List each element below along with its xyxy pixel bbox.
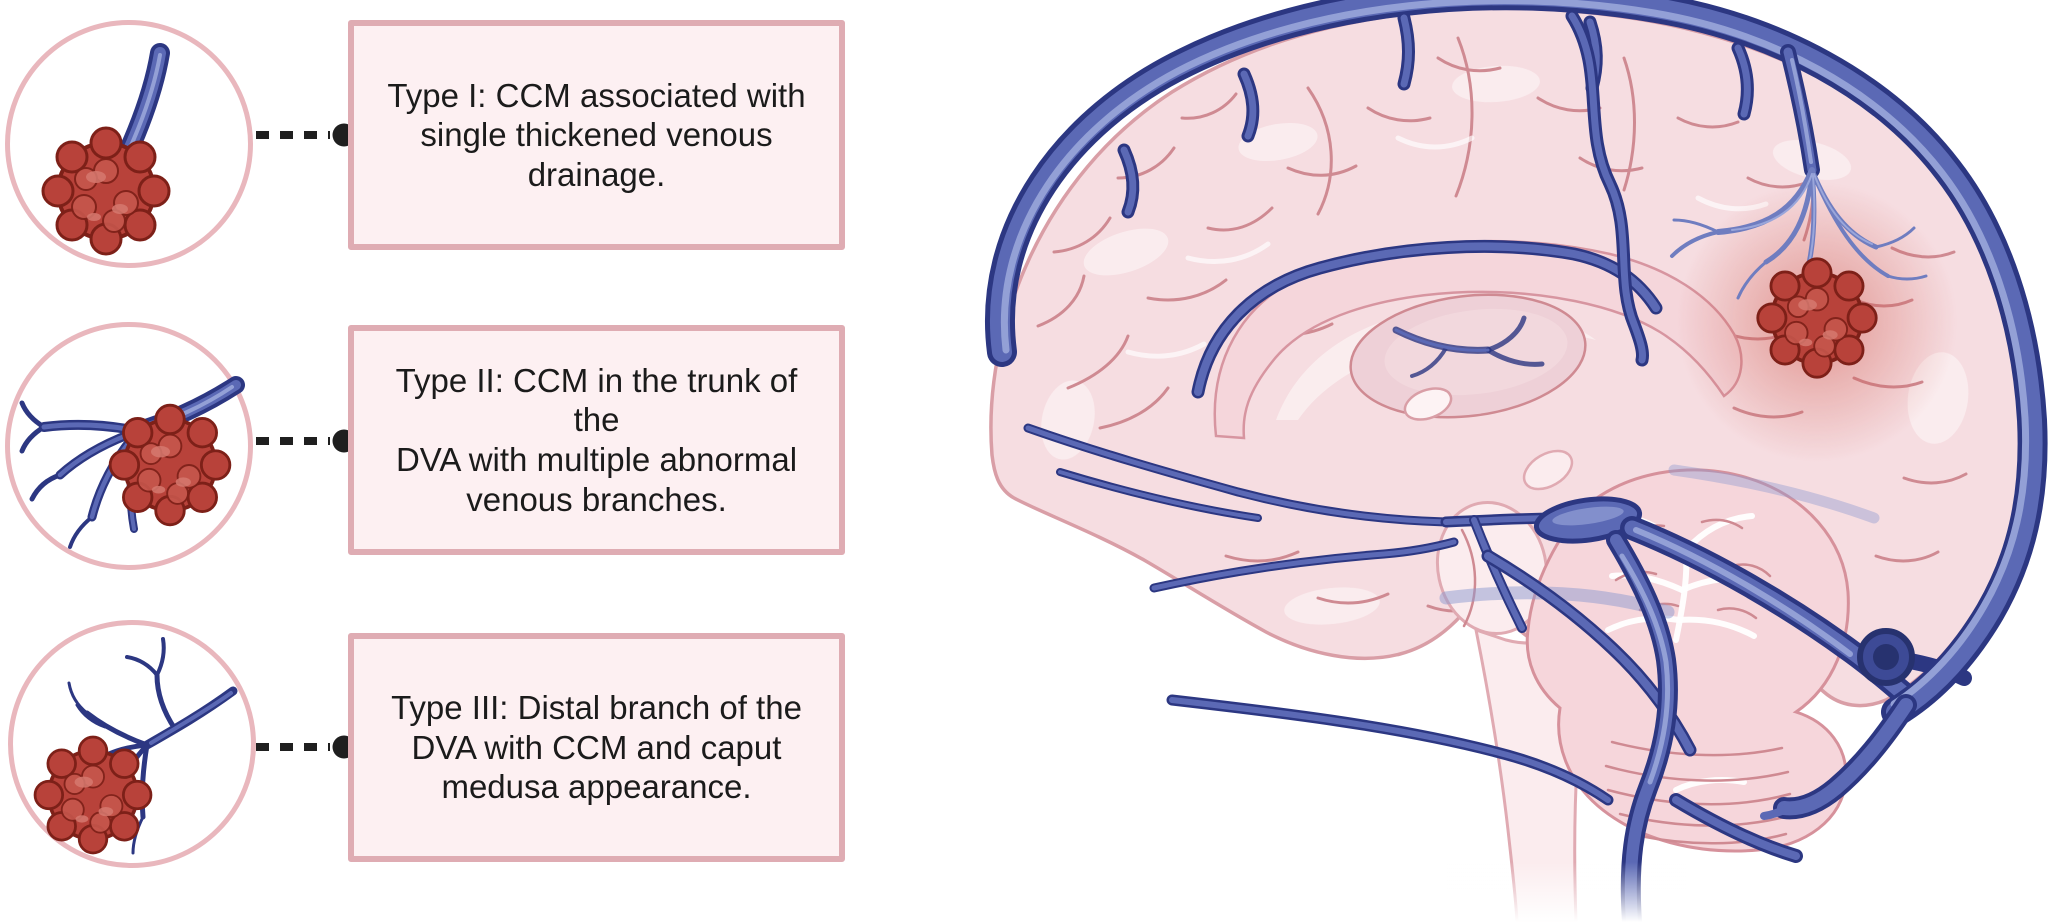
ccm-in-dva-trunk-icon <box>19 376 245 549</box>
type-ii-connector <box>256 429 356 453</box>
superior-sagittal-sinus <box>985 0 2048 820</box>
cortex-highlights <box>1041 65 1969 625</box>
under-callosum-region <box>1276 307 1596 420</box>
type-iii-icon-circle <box>8 620 256 868</box>
type-iii-description-box: Type III: Distal branch of the DVA with … <box>348 633 845 862</box>
cerebellum <box>1525 468 1850 853</box>
descending-cortical-vein <box>1565 9 1649 367</box>
dva-feeding-vein <box>1780 44 1820 178</box>
type-ii-description-text: Type II: CCM in the trunk of the DVA wit… <box>395 361 798 518</box>
type-iii-description-text: Type III: Distal branch of the DVA with … <box>391 689 802 806</box>
thalamic-vein <box>1392 315 1545 378</box>
type-i-connector <box>256 123 356 147</box>
type-i-description-box: Type I: CCM associated with single thick… <box>348 20 845 250</box>
caudal-fade <box>1446 862 1686 922</box>
ccm-distal-branch-caput-medusa-icon <box>33 637 238 855</box>
type-iii-connector <box>256 735 356 759</box>
descending-vein <box>1606 530 1678 922</box>
type-i-icon-circle <box>5 20 253 268</box>
colliculus <box>1403 387 1453 421</box>
sinus-caudal-wrap <box>1760 694 1917 820</box>
type-ii-description-box: Type II: CCM in the trunk of the DVA wit… <box>348 325 845 555</box>
ccm-with-single-thick-vein-icon <box>41 43 171 256</box>
ccm-lesion <box>1755 256 1879 380</box>
brain-illustration <box>985 0 2048 922</box>
type-ii-icon-circle <box>5 322 253 570</box>
cortical-veins <box>1117 9 1820 367</box>
type-i-description-text: Type I: CCM associated with single thick… <box>387 76 806 193</box>
